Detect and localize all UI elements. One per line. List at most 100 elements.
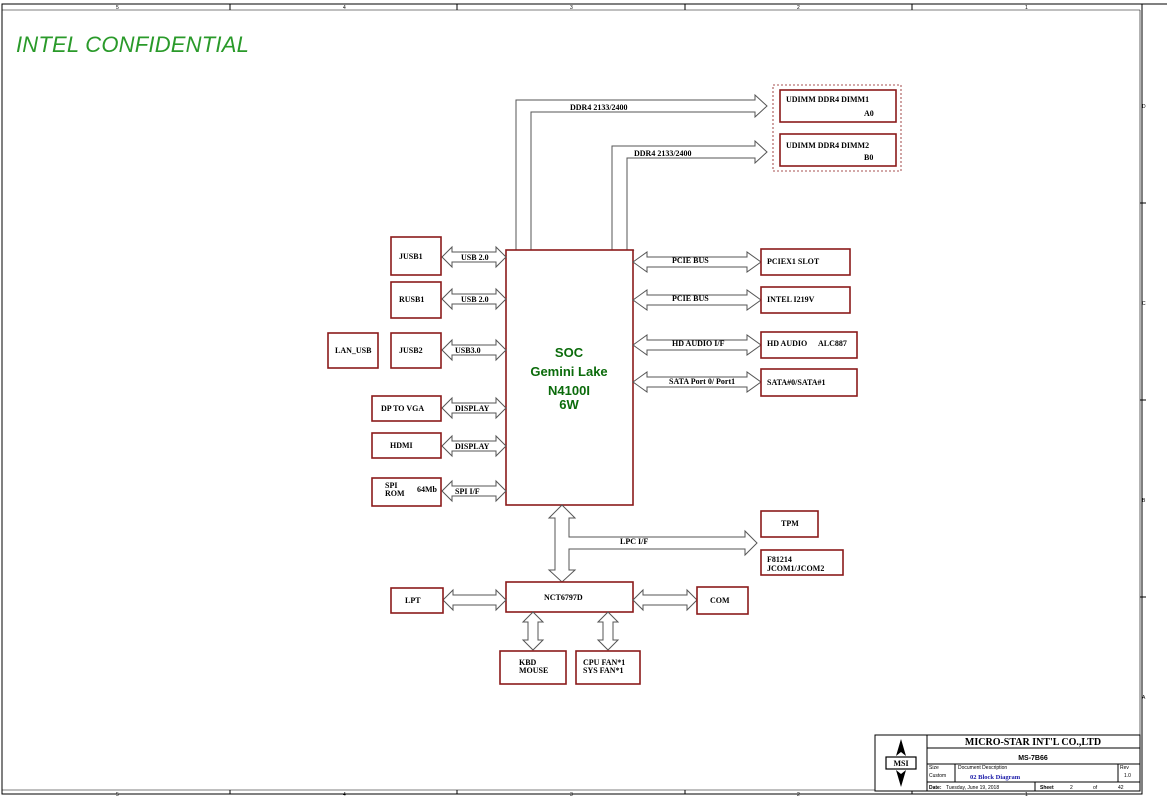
- cpu-fan-label: CPU FAN*1: [583, 658, 625, 667]
- soc-box[interactable]: [505, 249, 634, 506]
- com-box[interactable]: [696, 586, 749, 615]
- hd-audio-box[interactable]: [760, 331, 858, 359]
- soc-title: SOC: [555, 345, 584, 360]
- description-label: Document Description: [958, 765, 1007, 771]
- msi-logo-text: MSI: [893, 759, 908, 768]
- lan-usb-box[interactable]: [327, 332, 379, 369]
- lpt-box[interactable]: [390, 587, 444, 614]
- spi-rom-box[interactable]: [371, 477, 442, 507]
- tpm-label: TPM: [781, 519, 799, 528]
- sata-bus-label: SATA Port 0/ Port1: [669, 377, 735, 386]
- sheet-total: 42: [1118, 785, 1124, 791]
- column-number: 2: [797, 5, 800, 11]
- column-number: 2: [797, 792, 800, 798]
- pcie1-bus-label: PCIE BUS: [672, 256, 709, 265]
- row-letter: B: [1142, 498, 1146, 504]
- drawing-frame: 5 4 3 2 1 5 4 3 2 1 D C B A: [1, 3, 1167, 798]
- dimm2-slot: B0: [864, 153, 873, 162]
- document-description: 02 Block Diagram: [970, 774, 1021, 781]
- sheet-label: Sheet: [1040, 785, 1054, 791]
- kbd-label: KBD: [519, 658, 537, 667]
- fan-box[interactable]: [575, 650, 641, 685]
- kbd-mouse-box[interactable]: [499, 650, 567, 685]
- size-value: Custom: [929, 773, 946, 779]
- date-label: Date:: [929, 785, 942, 791]
- row-letter: A: [1142, 695, 1146, 701]
- right-bus-arrows: [632, 251, 762, 393]
- row-letter: C: [1142, 301, 1146, 307]
- rusb1-bus-label: USB 2.0: [461, 295, 489, 304]
- lpt-label: LPT: [405, 596, 421, 605]
- com-label: COM: [710, 596, 730, 605]
- size-label: Size: [929, 765, 939, 771]
- row-letter: D: [1142, 104, 1146, 110]
- msi-logo: [885, 756, 917, 770]
- spi-bus-label: SPI I/F: [455, 487, 480, 496]
- dimm-group: [772, 84, 902, 172]
- f81214-label: F81214: [767, 555, 792, 564]
- spi-size-label: 64Mb: [417, 485, 438, 494]
- jusb1-box[interactable]: [390, 236, 442, 276]
- msi-logo-star-icon: [896, 770, 906, 787]
- jusb2-box[interactable]: [390, 332, 442, 369]
- column-number: 4: [343, 792, 346, 798]
- lpc-bus-label: LPC I/F: [620, 537, 648, 546]
- tpm-box[interactable]: [760, 510, 819, 538]
- soc-model: N4100I: [548, 383, 590, 398]
- rusb1-label: RUSB1: [399, 295, 424, 304]
- jusb1-bus-label: USB 2.0: [461, 253, 489, 262]
- dimm1-label: UDIMM DDR4 DIMM1: [786, 95, 869, 104]
- sata-label: SATA#0/SATA#1: [767, 378, 826, 387]
- column-number: 5: [116, 792, 119, 798]
- sys-fan-label: SYS FAN*1: [583, 666, 624, 675]
- model-number: MS-7B66: [1018, 755, 1048, 762]
- dp-bus-label: DISPLAY: [455, 404, 490, 413]
- mouse-label: MOUSE: [519, 666, 548, 675]
- nct6797d-label: NCT6797D: [544, 593, 583, 602]
- dimm2-box[interactable]: [779, 133, 897, 167]
- ddr-bus-label-1: DDR4 2133/2400: [570, 103, 628, 112]
- hdmi-box[interactable]: [371, 432, 442, 459]
- rom-label: ROM: [385, 489, 405, 498]
- pciex1-slot-label: PCIEX1 SLOT: [767, 257, 820, 266]
- column-number: 1: [1025, 5, 1028, 11]
- left-bus-arrows: [441, 245, 507, 503]
- soc-tdp: 6W: [559, 397, 579, 412]
- hd-audio-label: HD AUDIO: [767, 339, 807, 348]
- dimm1-slot: A0: [864, 109, 874, 118]
- ddr-bus-label-2: DDR4 2133/2400: [634, 149, 692, 158]
- column-number: 1: [1025, 792, 1028, 798]
- sata-box[interactable]: [760, 368, 858, 397]
- rusb1-box[interactable]: [390, 281, 442, 319]
- superio-bus-arrows: [442, 588, 698, 651]
- pcie2-bus-label: PCIE BUS: [672, 294, 709, 303]
- jusb2-label: JUSB2: [399, 346, 423, 355]
- date-value: Tuesday, June 19, 2018: [946, 785, 999, 791]
- sheet-of: of: [1093, 785, 1098, 791]
- dp-to-vga-box[interactable]: [371, 395, 442, 422]
- msi-logo-star-icon: [896, 739, 906, 756]
- spi-label: SPI: [385, 481, 397, 490]
- nct6797d-box[interactable]: [505, 581, 634, 613]
- dimm1-box[interactable]: [779, 89, 897, 123]
- hd-audio-codec: ALC887: [818, 339, 847, 348]
- intel-i219v-box[interactable]: [760, 286, 851, 314]
- lpc-bus-arrows: [547, 504, 758, 583]
- jusb2-bus-label: USB3.0: [455, 346, 481, 355]
- hdmi-label: HDMI: [390, 441, 413, 450]
- pciex1-slot-box[interactable]: [760, 248, 851, 276]
- ddr-bus-arrows: [507, 93, 768, 259]
- dimm2-label: UDIMM DDR4 DIMM2: [786, 141, 869, 150]
- company-name: MICRO-STAR INT'L CO.,LTD: [965, 737, 1101, 748]
- intel-i219v-label: INTEL I219V: [767, 295, 815, 304]
- soc-codename: Gemini Lake: [530, 364, 607, 379]
- column-number: 3: [570, 5, 573, 11]
- column-number: 4: [343, 5, 346, 11]
- sheet-number: 2: [1070, 785, 1073, 791]
- f81214-box[interactable]: [760, 549, 844, 576]
- column-number: 3: [570, 792, 573, 798]
- audio-bus-label: HD AUDIO I/F: [672, 339, 725, 348]
- lan-usb-label: LAN_USB: [335, 346, 372, 355]
- column-number: 5: [116, 5, 119, 11]
